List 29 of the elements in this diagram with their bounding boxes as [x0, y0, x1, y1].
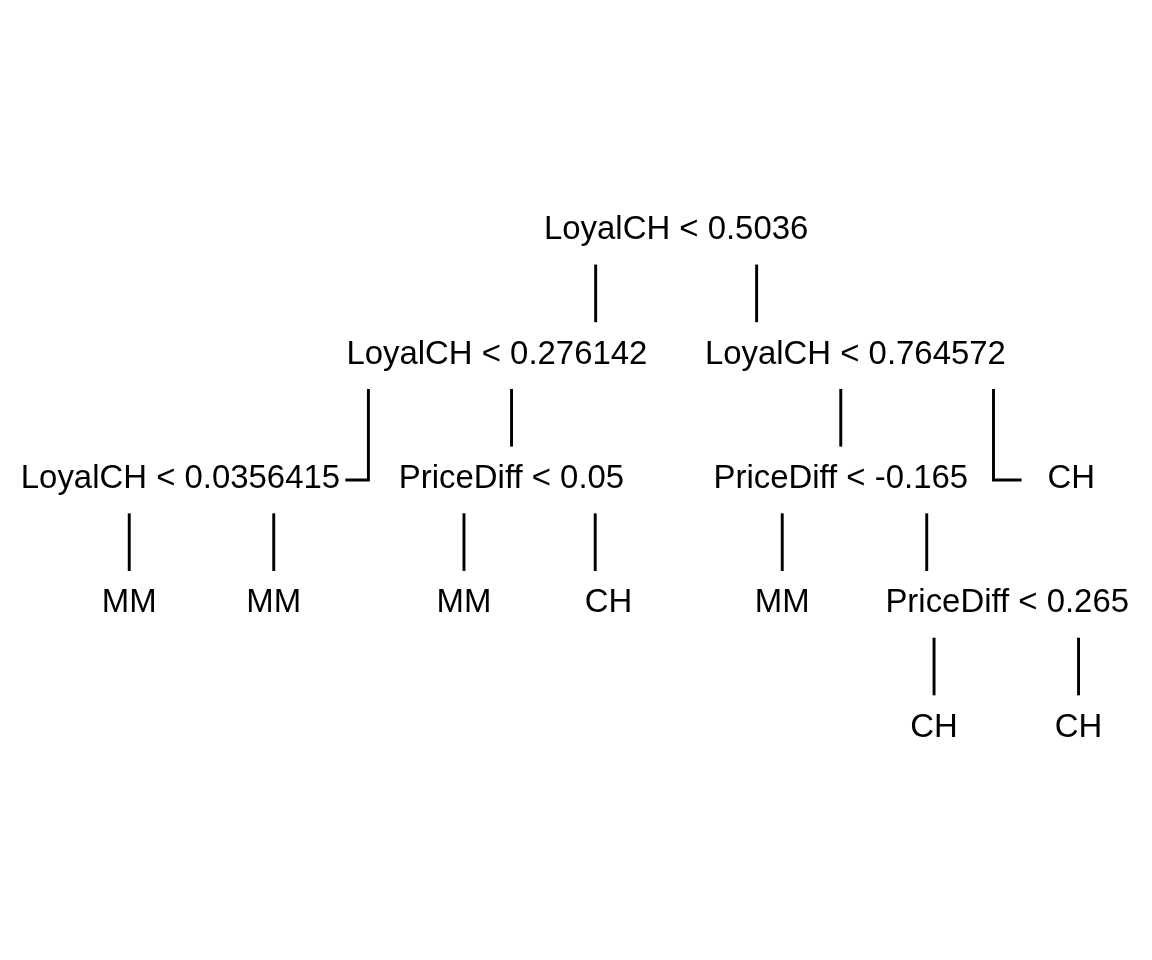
node-text: LoyalCH < 0.276142	[346, 333, 648, 371]
connector	[839, 388, 843, 447]
connector	[593, 513, 597, 571]
connector	[127, 513, 131, 571]
connector	[755, 264, 759, 323]
node-text: PriceDiff < 0.265	[885, 582, 1130, 620]
connector	[992, 388, 1022, 482]
node-text: MM	[754, 582, 810, 620]
connector	[1077, 637, 1080, 696]
connector	[510, 388, 513, 447]
node-text: LoyalCH < 0.764572	[704, 333, 1006, 371]
connector	[345, 388, 370, 482]
node-text: MM	[101, 582, 157, 620]
node-text: MM	[246, 582, 302, 620]
node-text: PriceDiff < 0.05	[398, 458, 625, 496]
node-text: CH	[1047, 458, 1095, 496]
node-text: MM	[436, 582, 492, 620]
connector	[932, 637, 936, 696]
connector	[462, 513, 466, 571]
connector	[925, 513, 929, 571]
node-text: PriceDiff < -0.165	[713, 458, 969, 496]
connector	[594, 264, 598, 323]
node-text: LoyalCH < 0.5036	[543, 209, 809, 247]
node-text: CH	[1054, 706, 1103, 744]
connector	[272, 513, 276, 571]
node-text: LoyalCH < 0.0356415	[20, 458, 341, 496]
node-text: CH	[910, 706, 958, 744]
node-text: CH	[584, 582, 633, 620]
connector	[780, 513, 784, 571]
